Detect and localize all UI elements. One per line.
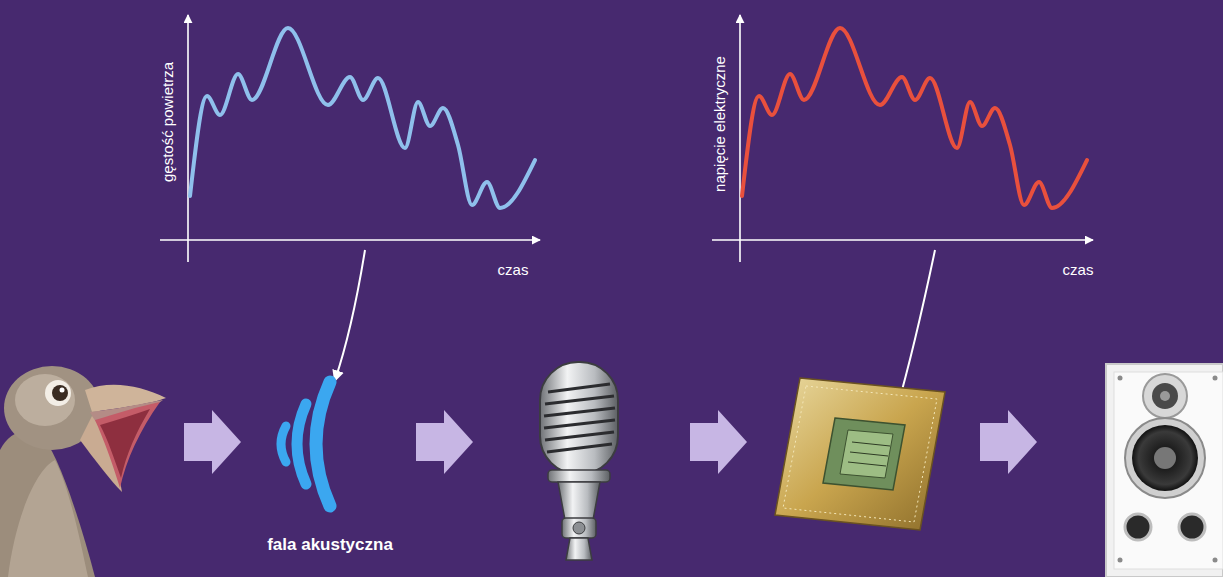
flow-arrow (184, 410, 241, 474)
axis-label: czas (498, 262, 529, 279)
wave-caption: fala akustyczna (267, 536, 393, 555)
speaker-illustration (1106, 364, 1223, 577)
density-chart (160, 15, 540, 262)
axis-label: czas (1063, 262, 1094, 279)
y-axis (739, 15, 741, 262)
voltage-chart (712, 15, 1093, 262)
axis-label: gęstość powietrza (160, 62, 177, 182)
flow-arrow (980, 410, 1037, 474)
ostrich-illustration (0, 366, 166, 577)
x-axis (160, 239, 540, 241)
microphone-illustration (540, 362, 618, 560)
x-axis (712, 239, 1093, 241)
flow-arrow (690, 410, 747, 474)
density-curve (190, 28, 535, 208)
flow-arrow (416, 410, 473, 474)
pointer-arrow (335, 250, 365, 380)
axis-label: napięcie elektryczne (712, 56, 729, 192)
y-axis (187, 15, 189, 262)
chip-illustration (775, 378, 945, 530)
voltage-curve (742, 28, 1087, 208)
wave-icon (281, 382, 330, 506)
